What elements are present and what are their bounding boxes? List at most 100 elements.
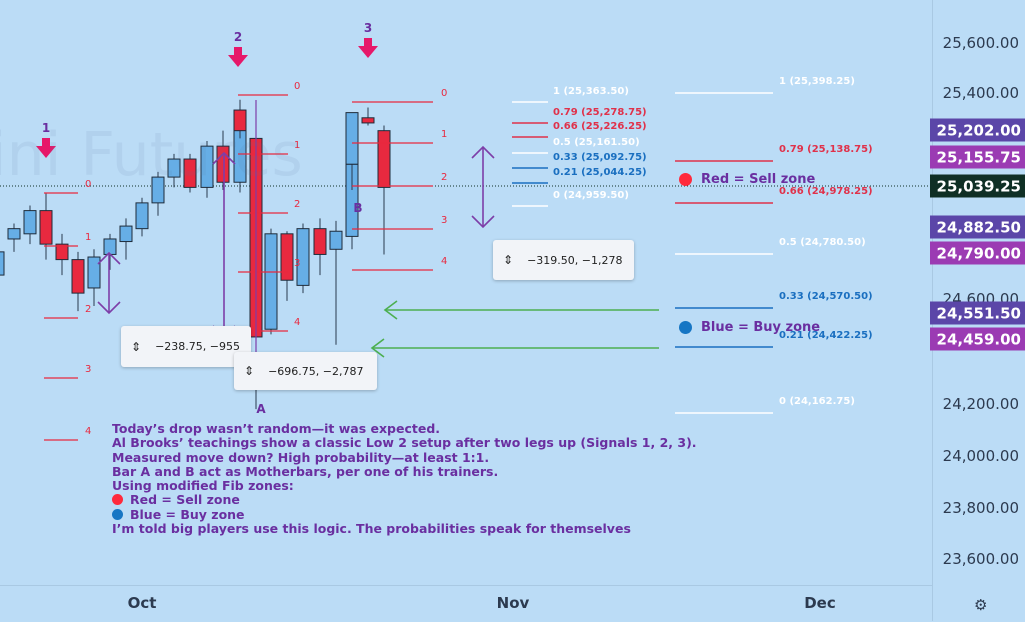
last-price-badge: 25,039.25	[930, 174, 1025, 198]
time-tick-oct: Oct	[127, 594, 157, 612]
measure-arrow-head	[212, 151, 236, 165]
price-badge: 25,202.00	[930, 118, 1025, 142]
candle-up	[135, 202, 149, 230]
candle-up	[151, 176, 165, 204]
measure-icon: ⇕	[131, 339, 142, 354]
time-tick-dec: Dec	[804, 594, 836, 612]
price-tick: 23,600.00	[942, 550, 1019, 568]
price-tick: 24,200.00	[942, 395, 1019, 413]
fib-level-label: 4	[294, 317, 300, 328]
legend-sell-label: Red = Sell zone	[701, 172, 816, 187]
candle-up	[200, 145, 214, 188]
fib-level-label: 1	[85, 232, 91, 243]
candle-down	[55, 243, 69, 261]
signal-arrow-stem	[364, 38, 372, 46]
red-dot-icon	[679, 173, 692, 186]
candle-up	[296, 228, 310, 286]
measure-arrow-head	[97, 251, 121, 265]
candle-down	[183, 158, 197, 188]
price-badge: 24,459.00	[930, 327, 1025, 351]
price-badge: 24,882.50	[930, 215, 1025, 239]
fib-mid-label: 1 (25,363.50)	[553, 86, 629, 97]
candle-down	[377, 130, 391, 188]
fib-mid-label: 0.79 (25,278.75)	[553, 107, 647, 118]
fib-level-label: 1	[441, 129, 447, 140]
measure-box-2[interactable]: ⇕ −238.75, −955	[121, 326, 251, 367]
fib-level-label: 2	[294, 199, 300, 210]
candle-down	[313, 228, 327, 255]
blue-dot-icon	[112, 508, 123, 520]
fib-big-label: 0.79 (25,138.75)	[779, 144, 873, 155]
fib-level-label: 2	[441, 172, 447, 183]
legend-sell-zone: Red = Sell zone	[679, 172, 815, 187]
symbol-watermark: ini Futures	[0, 120, 303, 190]
fib-level-label: 4	[441, 256, 447, 267]
candle-up	[345, 112, 359, 165]
fib-level-label: 2	[85, 304, 91, 315]
candle-up	[329, 230, 343, 250]
settings-gear-icon[interactable]: ⚙	[974, 596, 988, 614]
legend-buy-label: Blue = Buy zone	[701, 320, 821, 335]
note-line: Al Brooks’ teachings show a classic Low …	[112, 435, 697, 451]
candle-down	[39, 210, 53, 245]
price-badge: 24,551.50	[930, 301, 1025, 325]
fib-big-label: 1 (25,398.25)	[779, 76, 855, 87]
fib-big-label: 0.66 (24,978.25)	[779, 186, 873, 197]
fib-big-label: 0.33 (24,570.50)	[779, 291, 873, 302]
candle-up	[87, 256, 101, 289]
price-tick: 23,800.00	[942, 499, 1019, 517]
price-badge: 24,790.00	[930, 241, 1025, 265]
fib-big-label: 0.5 (24,780.50)	[779, 237, 866, 248]
green-arrow-head	[383, 300, 398, 320]
fib-mid-label: 0.66 (25,226.25)	[553, 121, 647, 132]
measure-box-3[interactable]: ⇕ −696.75, −2,787	[234, 352, 377, 390]
signal-arrow-stem	[42, 138, 50, 146]
signal-arrow-stem	[234, 47, 242, 55]
measure-value: −238.75, −955	[155, 340, 240, 353]
note-line: I’m told big players use this logic. The…	[112, 521, 631, 537]
note-line: Bar A and B act as Motherbars, per one o…	[112, 463, 499, 479]
red-dot-icon	[112, 494, 123, 506]
signal-arrow-icon	[36, 146, 56, 158]
candle-up	[167, 158, 181, 178]
signal-label: 2	[234, 30, 242, 44]
blue-dot-icon	[679, 321, 692, 334]
measure-value: −319.50, −1,278	[527, 253, 623, 267]
candle-up	[23, 210, 37, 235]
fib-big-label: 0 (24,162.75)	[779, 396, 855, 407]
note-line: Red = Sell zone	[112, 493, 712, 507]
bar-a-label: A	[256, 402, 266, 416]
candle-up	[264, 233, 278, 330]
candle-down	[280, 233, 294, 281]
candle-up	[103, 238, 117, 255]
signal-arrow-icon	[228, 55, 248, 67]
signal-label: 1	[42, 121, 50, 135]
candle-down	[361, 117, 375, 124]
green-arrow-head	[370, 338, 385, 358]
fib-level-label: 3	[85, 364, 91, 375]
time-tick-nov: Nov	[496, 594, 530, 612]
candle-down	[71, 259, 85, 294]
fib-level-label: 0	[294, 81, 300, 92]
fib-mid-label: 0.5 (25,161.50)	[553, 137, 640, 148]
candle-up	[119, 225, 133, 243]
fib-mid-label: 0.33 (25,092.75)	[553, 152, 647, 163]
price-badge: 25,155.75	[930, 145, 1025, 169]
fib-level-label: 4	[85, 426, 91, 437]
fib-level-label: 0	[441, 88, 447, 99]
measure-value: −696.75, −2,787	[268, 364, 364, 378]
analysis-note: Today’s drop wasn’t random—it was expect…	[112, 421, 712, 537]
candle-up	[0, 251, 5, 276]
fib-mid-label: 0.21 (25,044.25)	[553, 167, 647, 178]
candle-down	[233, 109, 247, 132]
fib-mid-label: 0 (24,959.50)	[553, 190, 629, 201]
fib-big-label: 0.21 (24,422.25)	[779, 330, 873, 341]
signal-label: 3	[364, 21, 372, 35]
legend-buy-zone: Blue = Buy zone	[679, 320, 820, 335]
time-axis[interactable]	[0, 585, 932, 622]
note-line: Using modified Fib zones:	[112, 478, 294, 494]
measure-box-1[interactable]: ⇕ −319.50, −1,278	[493, 240, 634, 280]
measure-icon: ⇕	[244, 364, 255, 378]
price-tick: 24,000.00	[942, 447, 1019, 465]
